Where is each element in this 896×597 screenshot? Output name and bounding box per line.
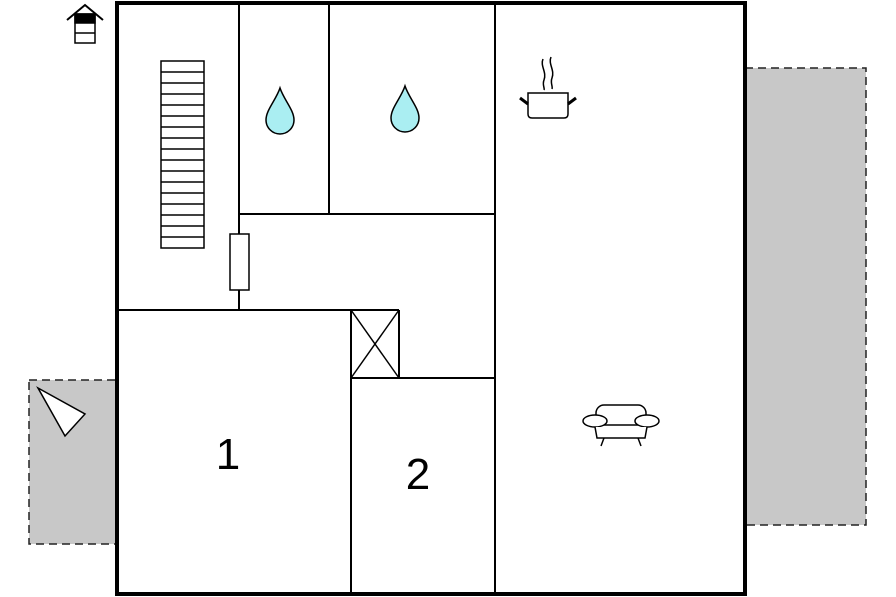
water-drop-icon [265,85,295,135]
interior-walls [117,3,496,594]
room-label-2: 2 [406,450,430,499]
room-label-1: 1 [216,430,240,479]
shaft-cross-icon [350,309,400,379]
terrace-left [28,379,118,545]
terrace-right [744,67,867,526]
garden-triangle-icon [36,386,87,438]
stairs-icon [160,60,205,249]
sofa-icon [582,404,660,447]
water-drop-icon [390,83,420,133]
cooking-pot-icon [519,56,577,119]
outer-wall [115,1,747,596]
radiator-icon [229,233,250,291]
floor-level-icon [66,3,104,44]
